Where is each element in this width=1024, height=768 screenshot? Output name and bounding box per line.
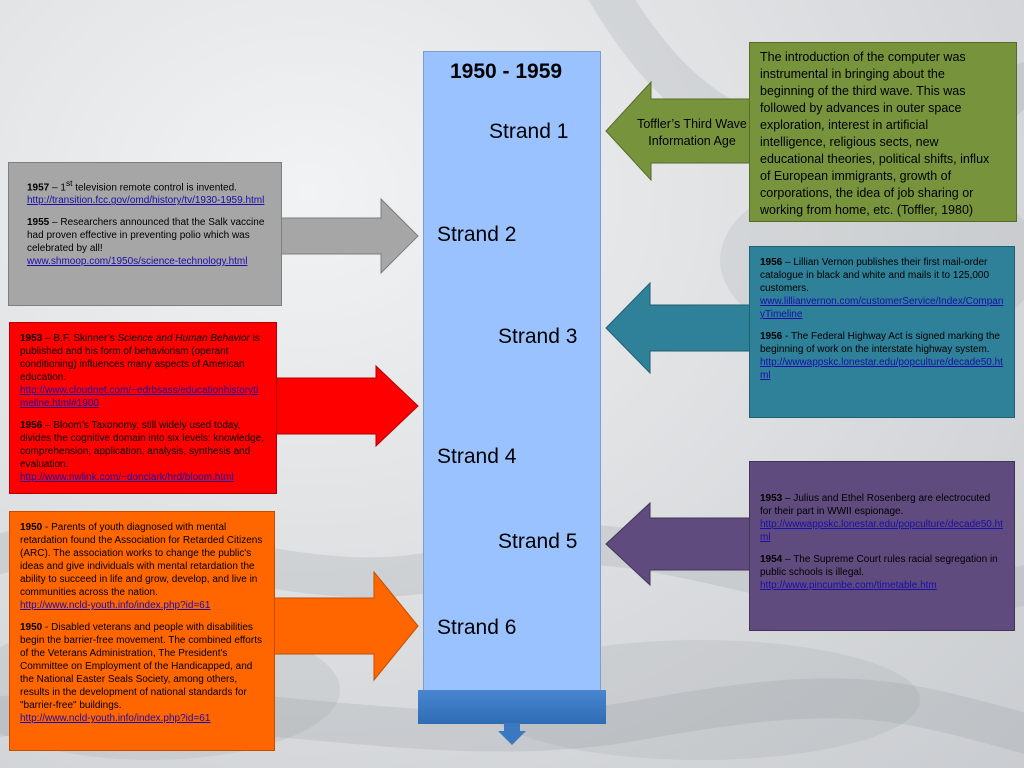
- event-separator: -: [782, 331, 791, 342]
- gray-arrow: [279, 197, 419, 275]
- strand-2-label: Strand 2: [437, 223, 517, 246]
- strand-4-label: Strand 4: [437, 445, 517, 468]
- toffler-line: exploration, interest in artificial: [760, 118, 929, 132]
- teal-arrow: [605, 281, 752, 375]
- event-link[interactable]: http://wwwappskc.lonestar.edu/popculture…: [760, 519, 1003, 543]
- event-entry: 1954 – The Supreme Court rules racial se…: [760, 553, 1004, 592]
- event-link[interactable]: http://www.ncld-youth.info/index.php?id=…: [20, 600, 211, 611]
- orange-arrow: [273, 570, 419, 682]
- event-text: television remote control is invented.: [72, 182, 237, 194]
- event-entry: 1957 – 1st television remote control is …: [27, 177, 267, 207]
- event-separator: -: [42, 622, 52, 633]
- event-link[interactable]: www.lillianvernon.com/customerService/In…: [760, 296, 1004, 320]
- strand-2-events-box: 1957 – 1st television remote control is …: [8, 162, 282, 306]
- page-title: 1950 - 1959: [450, 60, 563, 83]
- red-arrow: [275, 364, 419, 448]
- toffler-line: followed by advances in outer space: [760, 101, 962, 115]
- event-text: Parents of youth diagnosed with mental r…: [20, 522, 263, 598]
- event-text-pre: B.F. Skinner’s: [53, 333, 118, 344]
- event-year: 1956: [760, 257, 783, 268]
- event-link[interactable]: http://www.nwlink.com/~donclark/hrd/bloo…: [20, 472, 234, 483]
- event-link[interactable]: http://wwwappskc.lonestar.edu/popculture…: [760, 357, 1003, 381]
- toffler-line: The introduction of the computer was: [760, 50, 966, 64]
- event-year: 1950: [20, 522, 43, 533]
- toffler-line: corporations, the idea of job sharing or: [760, 186, 974, 200]
- event-entry: 1955 – Researchers announced that the Sa…: [27, 216, 267, 268]
- toffler-arrow-label: Toffler’s Third Wave Information Age: [630, 116, 754, 150]
- event-separator: – 1: [49, 182, 66, 194]
- toffler-line: intelligence, religious sects, new: [760, 135, 939, 149]
- green-arrow: [605, 80, 752, 182]
- event-entry: 1956 – Bloom’s Taxonomy, still widely us…: [20, 419, 266, 484]
- event-separator: –: [49, 217, 61, 229]
- toffler-description-box: The introduction of the computer was ins…: [749, 42, 1017, 222]
- event-text: The Supreme Court rules racial segregati…: [760, 554, 998, 578]
- event-link[interactable]: http://transition.fcc.gov/omd/history/tv…: [27, 195, 265, 207]
- event-link[interactable]: http://www.cloudnet.com/~edrbsass/educat…: [20, 385, 259, 409]
- timeline-base: [418, 690, 606, 724]
- toffler-line: educational theories, political shifts, …: [760, 152, 990, 166]
- toffler-line: of European immigrants, growth of: [760, 169, 952, 183]
- event-book-title: Science and Human Behavior: [117, 333, 250, 344]
- event-year: 1957: [27, 182, 50, 194]
- strand-3-label: Strand 3: [498, 325, 578, 348]
- event-separator: –: [782, 554, 794, 565]
- event-year: 1953: [760, 493, 783, 504]
- event-year: 1954: [760, 554, 783, 565]
- timeline-down-arrow-icon: [498, 723, 526, 745]
- event-entry: 1950 - Disabled veterans and people with…: [20, 621, 264, 725]
- event-entry: 1953 – Julius and Ethel Rosenberg are el…: [760, 492, 1004, 544]
- strand-6-events-box: 1950 - Parents of youth diagnosed with m…: [9, 511, 275, 751]
- event-entry: 1953 – B.F. Skinner’s Science and Human …: [20, 332, 266, 410]
- event-entry: 1956 - The Federal Highway Act is signed…: [760, 330, 1004, 382]
- strand-3-events-box: 1956 – Lillian Vernon publishes their fi…: [749, 246, 1015, 418]
- event-superscript: st: [65, 178, 73, 188]
- strand-5-label: Strand 5: [498, 530, 578, 553]
- strand-4-events-box: 1953 – B.F. Skinner’s Science and Human …: [9, 322, 277, 494]
- event-text: Researchers announced that the Salk vacc…: [27, 217, 265, 255]
- toffler-line: beginning of the third wave. This was: [760, 84, 966, 98]
- purple-arrow: [605, 501, 752, 587]
- event-entry: 1956 – Lillian Vernon publishes their fi…: [760, 256, 1004, 321]
- strand-6-label: Strand 6: [437, 616, 517, 639]
- event-link[interactable]: http://www.ncld-youth.info/index.php?id=…: [20, 713, 211, 724]
- event-text: Disabled veterans and people with disabi…: [20, 622, 262, 711]
- event-year: 1953: [20, 333, 43, 344]
- event-text: is published and his form of behaviorism…: [20, 333, 260, 383]
- event-text: The Federal Highway Act is signed markin…: [760, 331, 1000, 355]
- toffler-line: instrumental in bringing about the: [760, 67, 945, 81]
- event-separator: –: [42, 333, 54, 344]
- event-year: 1950: [20, 622, 43, 633]
- toffler-label-line-1: Toffler’s Third Wave: [637, 117, 747, 131]
- toffler-line: working from home, etc. (Toffler, 1980): [760, 203, 974, 217]
- event-year: 1956: [20, 420, 43, 431]
- event-link[interactable]: http://www.pincumbe.com/timetable.htm: [760, 580, 937, 591]
- event-separator: –: [782, 257, 794, 268]
- event-text: Julius and Ethel Rosenberg are electrocu…: [760, 493, 991, 517]
- event-separator: -: [42, 522, 52, 533]
- event-text: Bloom’s Taxonomy, still widely used toda…: [20, 420, 265, 470]
- strand-1-label: Strand 1: [489, 120, 569, 143]
- event-year: 1956: [760, 331, 783, 342]
- event-text: Lillian Vernon publishes their first mai…: [760, 257, 990, 294]
- timeline-column: [423, 51, 601, 691]
- event-year: 1955: [27, 217, 50, 229]
- event-separator: –: [782, 493, 794, 504]
- event-separator: –: [42, 420, 54, 431]
- strand-5-events-box: 1953 – Julius and Ethel Rosenberg are el…: [749, 461, 1015, 631]
- toffler-label-line-2: Information Age: [648, 134, 736, 148]
- event-entry: 1950 - Parents of youth diagnosed with m…: [20, 521, 264, 612]
- event-link[interactable]: www.shmoop.com/1950s/science-technology.…: [27, 256, 248, 268]
